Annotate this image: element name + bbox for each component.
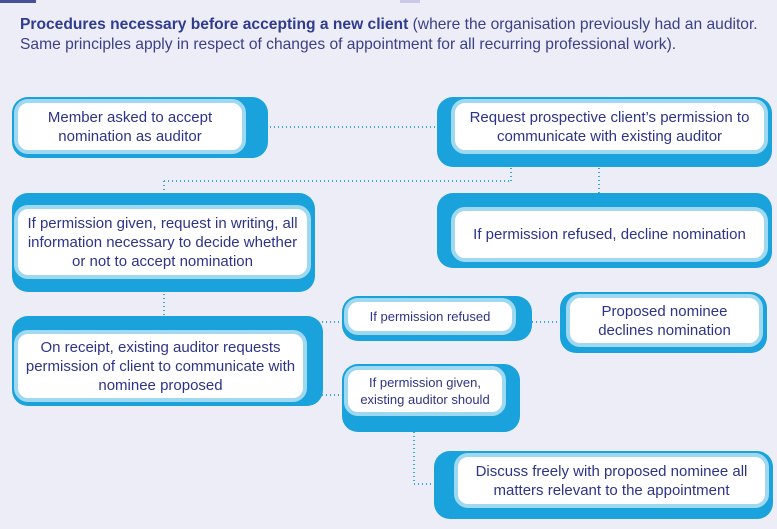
node-if-permission-given-should: If permission given, existing auditor sh…: [342, 364, 520, 432]
top-bar: [0, 0, 777, 6]
intro-title: Procedures necessary before accepting a …: [20, 16, 409, 33]
node-if-permission-given-should-text: If permission given, existing auditor sh…: [360, 375, 490, 407]
node-if-permission-refused-text: If permission refused: [369, 309, 491, 324]
node-member-asked: Member asked to accept nomination as aud…: [12, 97, 268, 158]
node-on-receipt-text: On receipt, existing auditor requests pe…: [25, 338, 296, 394]
intro-text: (where the organisation previously had a…: [20, 16, 758, 53]
node-request-permission: Request prospective client’s permission …: [437, 97, 772, 167]
node-nominee-declines: Proposed nominee declines nomination: [560, 292, 767, 353]
intro-paragraph: Procedures necessary before accepting a …: [20, 15, 760, 55]
node-discuss-freely-text: Discuss freely with proposed nominee all…: [475, 462, 748, 499]
node-permission-given-request: If permission given, request in writing,…: [12, 193, 315, 292]
node-request-permission-text: Request prospective client’s permission …: [469, 108, 750, 145]
node-member-asked-text: Member asked to accept nomination as aud…: [47, 108, 213, 145]
node-permission-given-request-text: If permission given, request in writing,…: [27, 214, 298, 270]
node-permission-refused-decline: If permission refused, decline nominatio…: [437, 193, 772, 268]
node-discuss-freely: Discuss freely with proposed nominee all…: [434, 451, 773, 519]
node-nominee-declines-text: Proposed nominee declines nomination: [598, 302, 731, 339]
top-bar-accent: [0, 0, 36, 3]
node-permission-refused-decline-text: If permission refused, decline nominatio…: [473, 226, 746, 243]
node-on-receipt: On receipt, existing auditor requests pe…: [12, 316, 323, 406]
top-bar-accent-light: [400, 0, 420, 3]
node-if-permission-refused: If permission refused: [342, 296, 532, 341]
